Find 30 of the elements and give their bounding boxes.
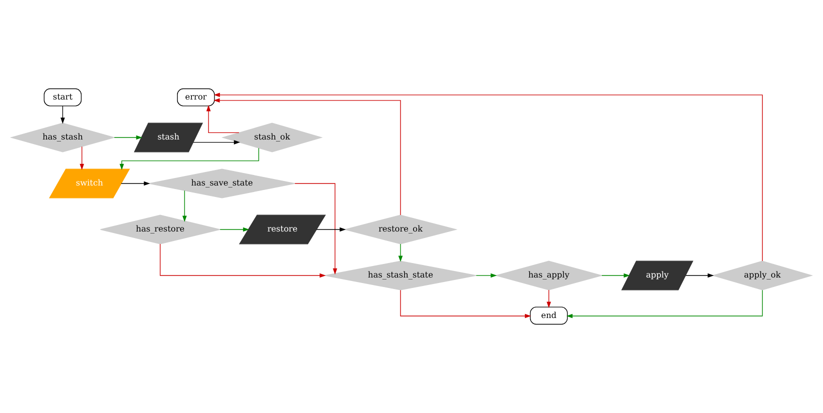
arrow: [220, 227, 250, 232]
node-diamond: has_stash: [10, 122, 116, 152]
node-diamond: has_apply: [494, 260, 603, 290]
arrow: [476, 273, 497, 278]
arrow: [80, 146, 84, 170]
node-box: start: [44, 88, 82, 106]
arrow: [316, 227, 346, 232]
arrow: [214, 98, 401, 216]
node-diamond: has_stash_state: [324, 260, 476, 290]
node-diamond: stash_ok: [221, 122, 323, 152]
arrow: [400, 290, 532, 318]
arrow: [601, 273, 630, 278]
node-box: error: [177, 88, 215, 106]
node-diamond: has_save_state: [148, 168, 296, 198]
node-diamond: restore_ok: [344, 214, 458, 244]
arrow: [294, 183, 338, 275]
node-diamond: apply_ok: [712, 260, 814, 290]
arrow: [206, 105, 240, 134]
arrow: [120, 181, 150, 186]
arrow: [114, 135, 142, 140]
arrow: [566, 290, 763, 318]
arrow: [182, 190, 187, 222]
arrow: [192, 140, 240, 144]
arrow: [546, 290, 551, 308]
arrow: [398, 244, 403, 262]
arrow: [60, 106, 65, 124]
arrow: [160, 244, 326, 278]
node-box: end: [530, 306, 568, 325]
arrow: [685, 273, 714, 278]
arrow: [214, 92, 763, 262]
